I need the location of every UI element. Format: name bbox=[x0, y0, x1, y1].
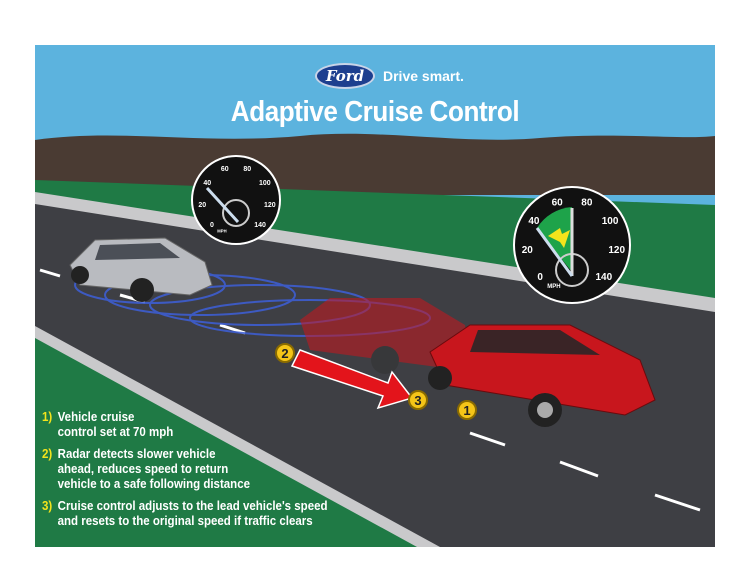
speedometer-right bbox=[513, 186, 631, 304]
gauge-unit-label: MPH bbox=[217, 228, 226, 233]
step-text: Vehicle cruise bbox=[57, 410, 135, 424]
ford-logo: Ford bbox=[315, 63, 375, 89]
car-ghost-red bbox=[300, 298, 470, 374]
gauge-tick-label: 40 bbox=[203, 180, 211, 187]
step-badge-2: 2 bbox=[275, 343, 295, 363]
step-badge-1: 1 bbox=[457, 400, 477, 420]
gauge-tick-label: 20 bbox=[522, 245, 534, 256]
gauge-tick-label: 0 bbox=[537, 272, 543, 283]
step-text: and resets to the original speed if traf… bbox=[57, 514, 313, 528]
brand-header: Ford Drive smart. bbox=[315, 63, 464, 89]
step-badge-3: 3 bbox=[408, 390, 428, 410]
step-text: Radar detects slower vehicle bbox=[57, 447, 216, 461]
deceleration-arrow bbox=[290, 349, 414, 410]
gauge-tick-label: 140 bbox=[595, 272, 612, 283]
gauge-tick-label: 80 bbox=[243, 166, 251, 173]
step-item: 3) Cruise control adjusts to the lead veh… bbox=[42, 499, 328, 529]
step-text: control set at 70 mph bbox=[57, 425, 174, 439]
step-text: ahead, reduces speed to return bbox=[57, 462, 229, 476]
gauge-tick-label: 100 bbox=[602, 216, 619, 227]
gauge-tick-label: 120 bbox=[608, 245, 625, 256]
step-number: 3) bbox=[42, 499, 53, 513]
speedometer-left bbox=[191, 155, 281, 245]
gauge-tick-label: 20 bbox=[198, 202, 206, 209]
lane-markings bbox=[39, 268, 701, 512]
gauge-tick-label: 40 bbox=[528, 216, 540, 227]
gauge-unit-label: MPH bbox=[547, 284, 560, 290]
step-number: 2) bbox=[42, 447, 53, 461]
page-title: Adaptive Cruise Control bbox=[230, 96, 520, 128]
car-silver bbox=[69, 237, 213, 302]
step-number: 1) bbox=[42, 410, 53, 424]
car-red bbox=[428, 324, 656, 427]
gauge-tick-label: 140 bbox=[254, 222, 266, 229]
step-text: Cruise control adjusts to the lead vehic… bbox=[57, 499, 328, 513]
gauge-tick-label: 120 bbox=[264, 202, 276, 209]
step-text: vehicle to a safe following distance bbox=[57, 477, 251, 491]
gauge-tick-label: 100 bbox=[259, 180, 271, 187]
gauge-tick-label: 60 bbox=[552, 198, 564, 209]
gauge-tick-label: 0 bbox=[210, 222, 214, 229]
gauge-tick-label: 60 bbox=[221, 166, 229, 173]
tagline: Drive smart. bbox=[383, 68, 464, 84]
gauge-tick-label: 80 bbox=[581, 198, 593, 209]
